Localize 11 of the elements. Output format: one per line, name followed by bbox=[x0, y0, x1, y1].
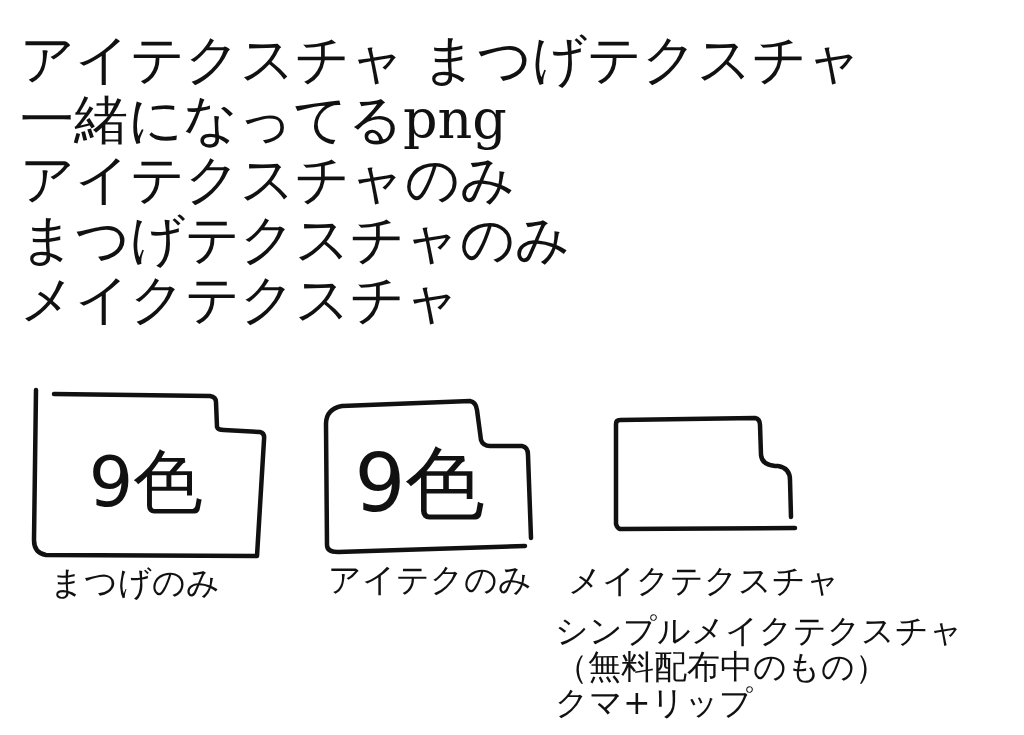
handwritten-note: 9色 bbox=[354, 444, 486, 524]
note-text: アイテクスチャのみ bbox=[20, 150, 516, 210]
handwritten-note: 9色 bbox=[88, 447, 204, 517]
folder-caption: メイクテクスチャ bbox=[568, 563, 840, 599]
folder-caption: まつげのみ bbox=[50, 565, 220, 601]
folder-caption: シンプルメイクテクスチャ（無料配布中のもの） bbox=[555, 613, 964, 685]
folder-caption: アイテクのみ bbox=[328, 562, 532, 598]
note-text: まつげテクスチャのみ bbox=[20, 210, 571, 270]
note-text: アイテクスチャ まつげテクスチャ一緒になってるpng bbox=[20, 30, 864, 150]
folder-caption: クマ+リップ bbox=[555, 685, 753, 721]
note-text: メイクテクスチャ bbox=[20, 270, 461, 330]
